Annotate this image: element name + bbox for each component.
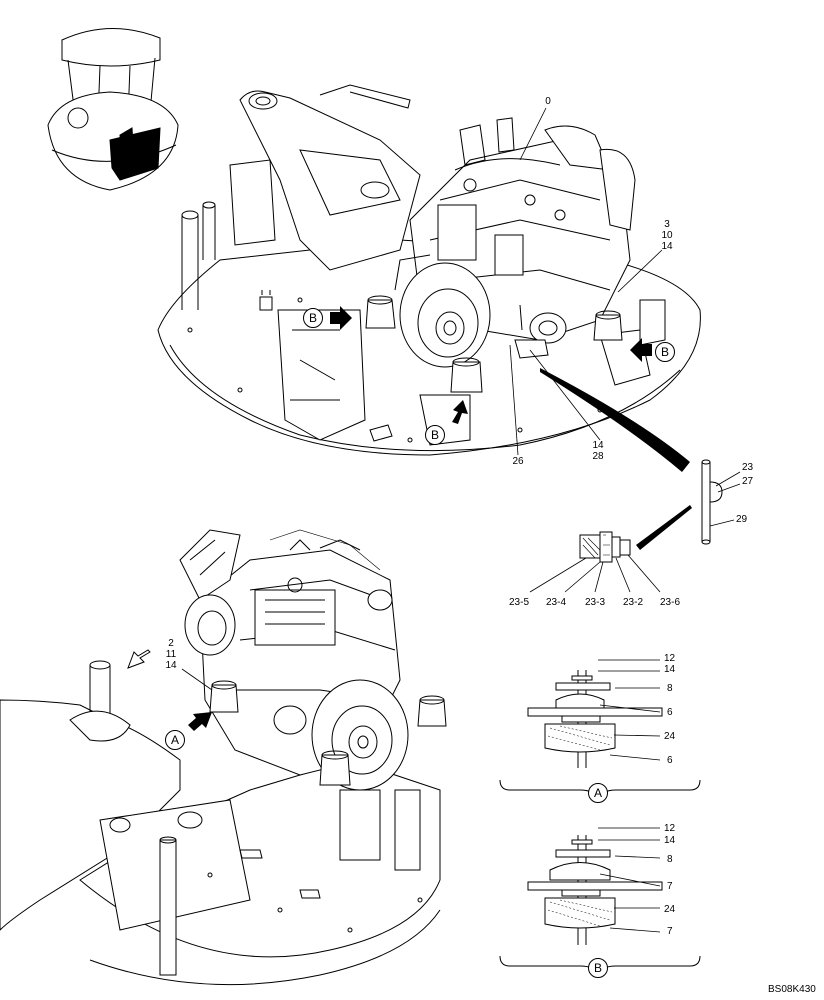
view-marker-b-bottom: B [425, 425, 445, 445]
callout-28: 28 [592, 451, 604, 462]
callout-b-14: 14 [664, 835, 676, 846]
callout-27: 27 [742, 476, 754, 487]
detail-wedge-small [636, 505, 692, 550]
view-marker-b-right: B [655, 342, 675, 362]
view-marker-a: A [165, 730, 185, 750]
callout-14: 14 [165, 660, 177, 671]
callout-a-24: 24 [664, 731, 676, 742]
callout-29: 29 [736, 514, 748, 525]
callout-a-8: 8 [667, 683, 673, 694]
callout-3: 3 [664, 219, 670, 230]
machine-thumbnail [47, 27, 179, 191]
callout-26: 26 [512, 456, 524, 467]
callout-23-5: 23-5 [508, 597, 530, 608]
callout-a-14: 14 [664, 664, 676, 675]
callout-0: 0 [545, 96, 551, 107]
callout-stack-14-28: 14 28 [592, 440, 603, 462]
callout-b-8: 8 [667, 854, 673, 865]
detail-b-mount [499, 827, 701, 977]
upper-engine [365, 117, 636, 393]
callout-b-12: 12 [664, 823, 676, 834]
lower-frame [0, 660, 441, 986]
callout-stack-3-10-14: 3 10 14 [661, 219, 672, 252]
view-marker-b-left: B [303, 308, 323, 328]
view-arrows-upper [330, 306, 652, 424]
callout-stack-2-11-14: 2 11 14 [165, 638, 176, 671]
lower-engine [179, 529, 447, 791]
callout-a-6: 6 [667, 707, 673, 718]
callout-23: 23 [742, 462, 754, 473]
callout-11: 11 [165, 649, 177, 660]
detail-b-label: B [588, 958, 608, 978]
drawing-code: BS08K430 [768, 984, 816, 995]
callout-23-4: 23-4 [545, 597, 567, 608]
callout-b-7b: 7 [667, 926, 673, 937]
callout-23-6: 23-6 [659, 597, 681, 608]
callout-14: 14 [592, 440, 604, 451]
upper-leaders [509, 107, 663, 456]
callout-10: 10 [661, 230, 673, 241]
callout-b-24: 24 [664, 904, 676, 915]
bolt-detail [529, 531, 661, 593]
callout-23-3: 23-3 [584, 597, 606, 608]
callout-b-7: 7 [667, 881, 673, 892]
detail-a-label: A [588, 783, 608, 803]
detail-a-mount [499, 659, 701, 802]
detail-wedge [540, 368, 690, 472]
callout-23-2: 23-2 [622, 597, 644, 608]
callout-a-12: 12 [664, 653, 676, 664]
pin-detail [701, 459, 741, 545]
callout-14: 14 [661, 241, 673, 252]
callout-2: 2 [168, 638, 174, 649]
view-arrows-lower [127, 649, 212, 731]
leader-14-lower [181, 668, 213, 691]
callout-a-6b: 6 [667, 755, 673, 766]
